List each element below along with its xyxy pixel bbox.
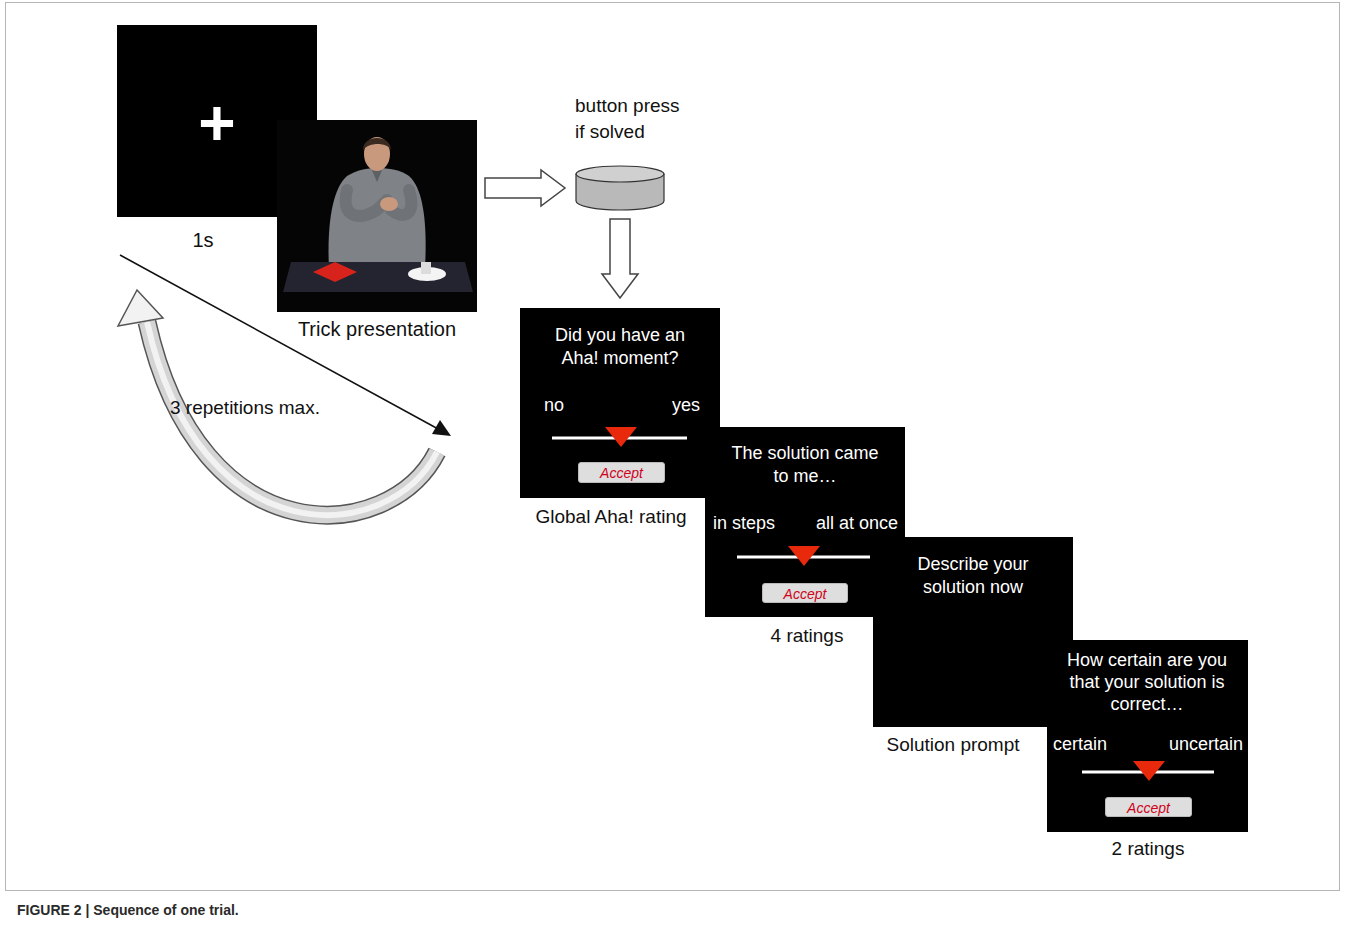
head: [364, 137, 390, 171]
photo-ground: [277, 120, 477, 312]
loop-label: 3 repetitions max.: [170, 396, 320, 420]
slider-marker: [1133, 761, 1165, 781]
video-frame: Trick presentation: [277, 120, 477, 312]
rating-screen: How certain are you that your solution i…: [1047, 640, 1248, 832]
accept-button: Accept: [762, 583, 848, 603]
button-text: Accept: [763, 584, 847, 604]
screen-question: The solution came to me…: [722, 442, 888, 488]
button-label: button press if solved: [575, 93, 690, 145]
scale-label: yes: [650, 393, 700, 417]
loop-arrow-outline: [147, 322, 437, 515]
scale-label: all at once: [798, 511, 898, 535]
button-cylinder: button press if solved: [575, 165, 665, 211]
slider-marker: [605, 427, 637, 447]
duration-label: 1s: [163, 227, 243, 253]
flow-arrow: [602, 219, 638, 298]
accept-button: Accept: [578, 462, 665, 483]
cup: [421, 262, 431, 274]
scale-label: no: [544, 393, 594, 417]
loop-arrow-highlight: [147, 322, 437, 515]
rating-screen: Did you have an Aha! moment?noyesGlobal …: [520, 308, 720, 498]
cylinder-top: [576, 166, 664, 182]
slider-marker: [788, 546, 820, 566]
shirt: [329, 168, 426, 268]
screen-question: Did you have an Aha! moment?: [535, 324, 705, 370]
button-text: Accept: [579, 463, 664, 484]
hands: [380, 197, 398, 211]
magician-photo: [277, 120, 477, 312]
timeline-arrowhead: [432, 420, 451, 436]
screen-caption: Global Aha! rating: [511, 504, 711, 530]
figure-frame: [6, 3, 1340, 891]
hair: [363, 138, 391, 150]
screen-caption: Trick presentation: [277, 316, 477, 342]
figure-caption: FIGURE 2 | Sequence of one trial.: [17, 901, 239, 919]
screen-question: How certain are you that your solution i…: [1057, 649, 1237, 715]
accept-button: Accept: [1105, 797, 1192, 817]
scale-label: in steps: [713, 511, 803, 535]
screen-caption: Solution prompt: [853, 732, 1053, 758]
napkin: [313, 262, 357, 282]
loop-arrowhead: [118, 290, 163, 326]
flow-arrow: [485, 170, 565, 206]
scale-label: certain: [1053, 732, 1133, 756]
button-text: Accept: [1106, 798, 1191, 818]
loop-arrow-band: [147, 322, 437, 515]
prompt-screen: Describe your solution nowSolution promp…: [873, 537, 1073, 727]
screen-question: Describe your solution now: [893, 553, 1053, 599]
scale-label: uncertain: [1148, 732, 1243, 756]
button-cylinder-shape: [575, 165, 665, 211]
screen-caption: 2 ratings: [1048, 836, 1248, 862]
table: [283, 262, 473, 292]
